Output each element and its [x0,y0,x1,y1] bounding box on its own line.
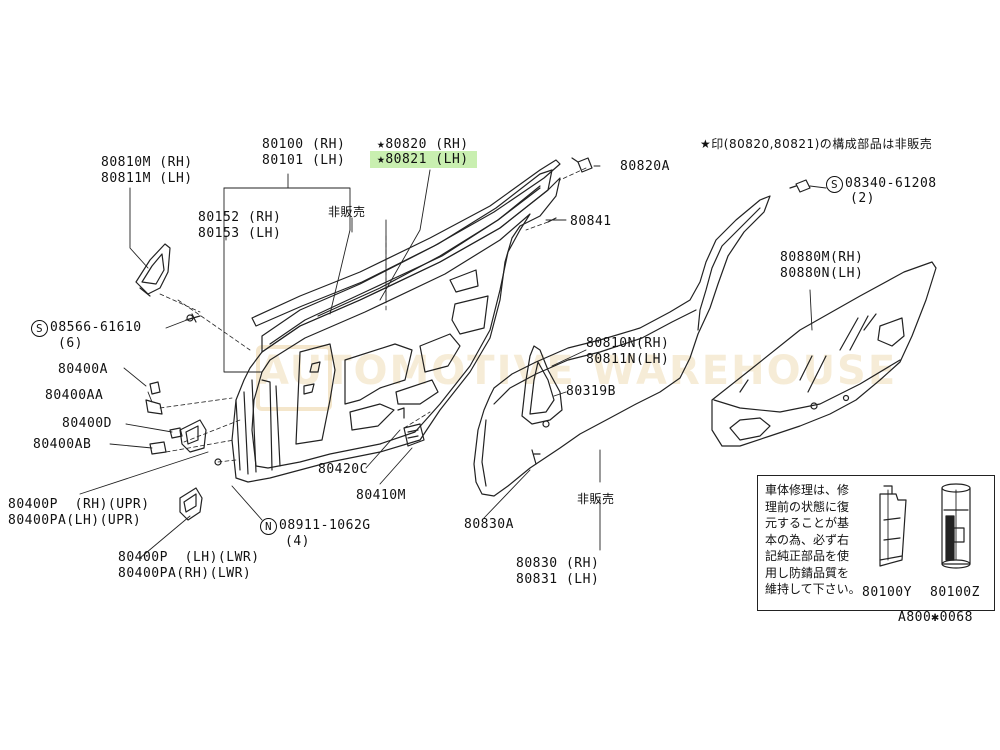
dashed-lines [159,167,587,463]
label-80400pa-lwr: 80400PA(RH)(LWR) [118,566,252,581]
n-symbol-icon: N [260,518,277,535]
watermark-text: AUTOMOTIVE WAREHOUSE [258,348,898,394]
label-80821-highlighted: ★80821 (LH) [370,151,477,168]
label-80400ab: 80400AB [33,437,92,452]
mirror-80810m [135,243,201,323]
label-80830a: 80830A [464,517,514,532]
header-note: ★印(80820,80821)の構成部品は非販売 [700,137,933,151]
leader-lines [79,165,957,561]
product-can-80100z [941,483,971,569]
label-80410m: 80410M [356,488,406,503]
label-80400p-upr: 80400P (RH)(UPR) [8,497,150,512]
watermark-logo [256,345,332,411]
label-80820: ★80820 (RH) [377,137,469,152]
screw-80820a [571,157,593,173]
label-not-for-sale-2: 非販売 [577,492,615,506]
product-tube-80100y [879,485,907,567]
label-80810m: 80810M (RH) [101,155,193,170]
label-80152: 80152 (RH) [198,210,282,225]
label-not-for-sale-1: 非販売 [328,205,366,219]
label-08566-qty: (6) [58,336,83,351]
label-80100y: 80100Y [862,585,912,600]
label-80153: 80153 (LH) [198,226,282,241]
lock-parts [397,407,425,447]
s-symbol-icon: S [826,176,843,193]
label-80831: 80831 (LH) [516,572,600,587]
repair-note-text: 車体修理は、修 理前の状態に復 元することが基 本の為、必ず右 記純正部品を使 … [765,483,861,596]
weatherstrip-80830 [473,195,771,497]
label-80880m: 80880M(RH) [780,250,864,265]
label-80100: 80100 (RH) [262,137,346,152]
label-80400a: 80400A [58,362,108,377]
label-80841: 80841 [570,214,612,229]
label-80400p-lwr: 80400P (LH)(LWR) [118,550,260,565]
label-80820a: 80820A [620,159,670,174]
label-80880n: 80880N(LH) [780,266,864,281]
label-80400aa: 80400AA [45,388,104,403]
label-80400d: 80400D [62,416,112,431]
label-80319b: 80319B [566,384,616,399]
label-80810n: 80810N(RH) [586,336,670,351]
label-80811m: 80811M (LH) [101,171,193,186]
door-shell [231,159,561,483]
trim-panel-80880m [711,261,937,447]
corner-piece-80810n [521,345,563,428]
door-hinges [145,381,222,521]
label-08911-qty: (4) [285,534,310,549]
diagram-code: A800✱0068 [898,610,973,625]
label-80101: 80101 (LH) [262,153,346,168]
repair-note-box [757,475,995,611]
s-symbol-icon: S [31,320,48,337]
label-80420c: 80420C [318,462,368,477]
label-80400pa-upr: 80400PA(LH)(UPR) [8,513,142,528]
clip-08340 [789,179,811,193]
label-80811n: 80811N(LH) [586,352,670,367]
label-08340-qty: (2) [850,191,875,206]
label-80100z: 80100Z [930,585,980,600]
label-80830: 80830 (RH) [516,556,600,571]
